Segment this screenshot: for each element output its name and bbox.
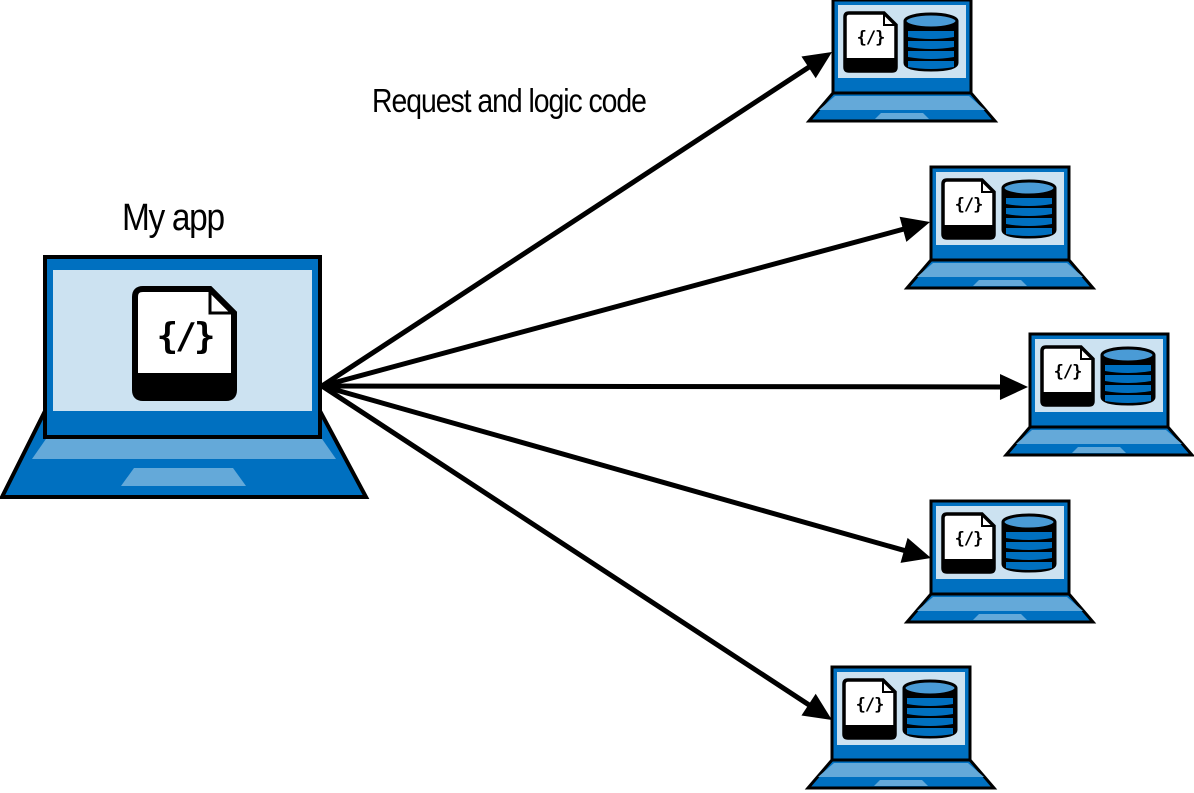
db-disk-band xyxy=(1006,228,1052,236)
code-glyph: {/} xyxy=(1054,362,1082,382)
laptop-keyboard xyxy=(32,436,336,459)
db-disk-band xyxy=(907,708,953,716)
source-label: My app xyxy=(122,197,225,239)
db-disk-band xyxy=(1105,385,1151,393)
db-top xyxy=(1100,346,1156,364)
arrow-head xyxy=(999,373,1028,400)
laptop-trackpad xyxy=(875,113,929,119)
laptop-trackpad xyxy=(1072,447,1126,453)
code-file-icon: {/} xyxy=(132,286,237,401)
arrow-line xyxy=(321,226,906,389)
edge-label: Request and logic code xyxy=(372,82,647,119)
database-icon xyxy=(903,12,959,72)
db-disk-band xyxy=(1006,552,1052,560)
arrow-line xyxy=(320,383,812,708)
file-footer xyxy=(845,58,896,71)
db-top xyxy=(1001,179,1057,197)
laptop-keyboard xyxy=(917,597,1083,611)
laptop-keyboard xyxy=(819,96,985,110)
file-corner-fold xyxy=(1080,347,1093,360)
code-glyph: {/} xyxy=(955,195,983,215)
file-corner-fold xyxy=(208,289,234,315)
arrow-head xyxy=(801,693,832,720)
arrow-head xyxy=(801,52,832,79)
code-file-icon: {/} xyxy=(843,11,898,73)
db-disk-band xyxy=(1006,532,1052,540)
db-top xyxy=(903,12,959,30)
db-disk-band xyxy=(907,698,953,706)
db-disk-band xyxy=(908,61,954,69)
laptop-trackpad xyxy=(874,780,928,786)
laptop-keyboard xyxy=(818,763,984,777)
laptop-trackpad xyxy=(973,614,1027,620)
arrow-line xyxy=(320,64,812,389)
laptop-keyboard xyxy=(1016,430,1182,444)
code-glyph: {/} xyxy=(156,316,212,357)
db-disk-band xyxy=(1006,562,1052,570)
file-footer xyxy=(943,559,994,572)
db-disk-band xyxy=(907,718,953,726)
db-disk-band xyxy=(908,31,954,39)
file-corner-fold xyxy=(981,514,994,527)
db-disk-band xyxy=(908,41,954,49)
source-laptop: {/} xyxy=(0,255,370,499)
db-disk-band xyxy=(908,51,954,59)
target-laptop-2: {/} xyxy=(903,165,1097,290)
file-corner-fold xyxy=(883,13,896,26)
file-footer xyxy=(135,373,234,398)
code-glyph: {/} xyxy=(857,28,885,48)
arrow-remote-3 xyxy=(321,373,1028,400)
code-file-icon: {/} xyxy=(941,512,996,574)
arrow-remote-5 xyxy=(320,383,832,720)
arrow-remote-2 xyxy=(321,216,930,389)
db-disk-band xyxy=(907,728,953,736)
arrow-head xyxy=(899,216,930,242)
db-top xyxy=(1001,513,1057,531)
code-glyph: {/} xyxy=(955,529,983,549)
target-laptop-5: {/} xyxy=(804,665,998,790)
file-corner-fold xyxy=(882,680,895,693)
code-file-icon: {/} xyxy=(941,178,996,240)
laptop-trackpad xyxy=(121,468,246,486)
arrow-remote-1 xyxy=(320,52,832,389)
target-laptop-1: {/} xyxy=(805,0,999,123)
arrow-head xyxy=(900,537,931,563)
file-footer xyxy=(943,225,994,238)
laptop-keyboard xyxy=(917,263,1083,277)
arrow-remote-4 xyxy=(321,383,931,563)
file-corner-fold xyxy=(981,180,994,193)
code-file-icon: {/} xyxy=(842,678,897,740)
db-disk-band xyxy=(1006,208,1052,216)
db-disk-band xyxy=(1105,375,1151,383)
target-laptop-3: {/} xyxy=(1002,332,1194,457)
code-glyph: {/} xyxy=(856,695,884,715)
db-disk-band xyxy=(1105,395,1151,403)
source-laptop-drawing: {/} xyxy=(0,255,370,499)
db-disk-band xyxy=(1105,365,1151,373)
db-disk-band xyxy=(1006,218,1052,226)
edges-group xyxy=(320,52,1028,720)
database-icon xyxy=(1001,179,1057,239)
db-disk-band xyxy=(1006,198,1052,206)
file-footer xyxy=(1042,392,1093,405)
db-disk-band xyxy=(1006,542,1052,550)
file-footer xyxy=(844,725,895,738)
target-laptops-group: {/} {/} {/} {/} {/} xyxy=(804,0,1194,790)
database-icon xyxy=(1100,346,1156,406)
db-top xyxy=(902,679,958,697)
code-file-icon: {/} xyxy=(1040,345,1095,407)
target-laptop-4: {/} xyxy=(903,499,1097,624)
database-icon xyxy=(1001,513,1057,573)
arrow-line xyxy=(321,383,907,554)
database-icon xyxy=(902,679,958,739)
arrow-line xyxy=(321,383,1003,390)
laptop-trackpad xyxy=(973,280,1027,286)
